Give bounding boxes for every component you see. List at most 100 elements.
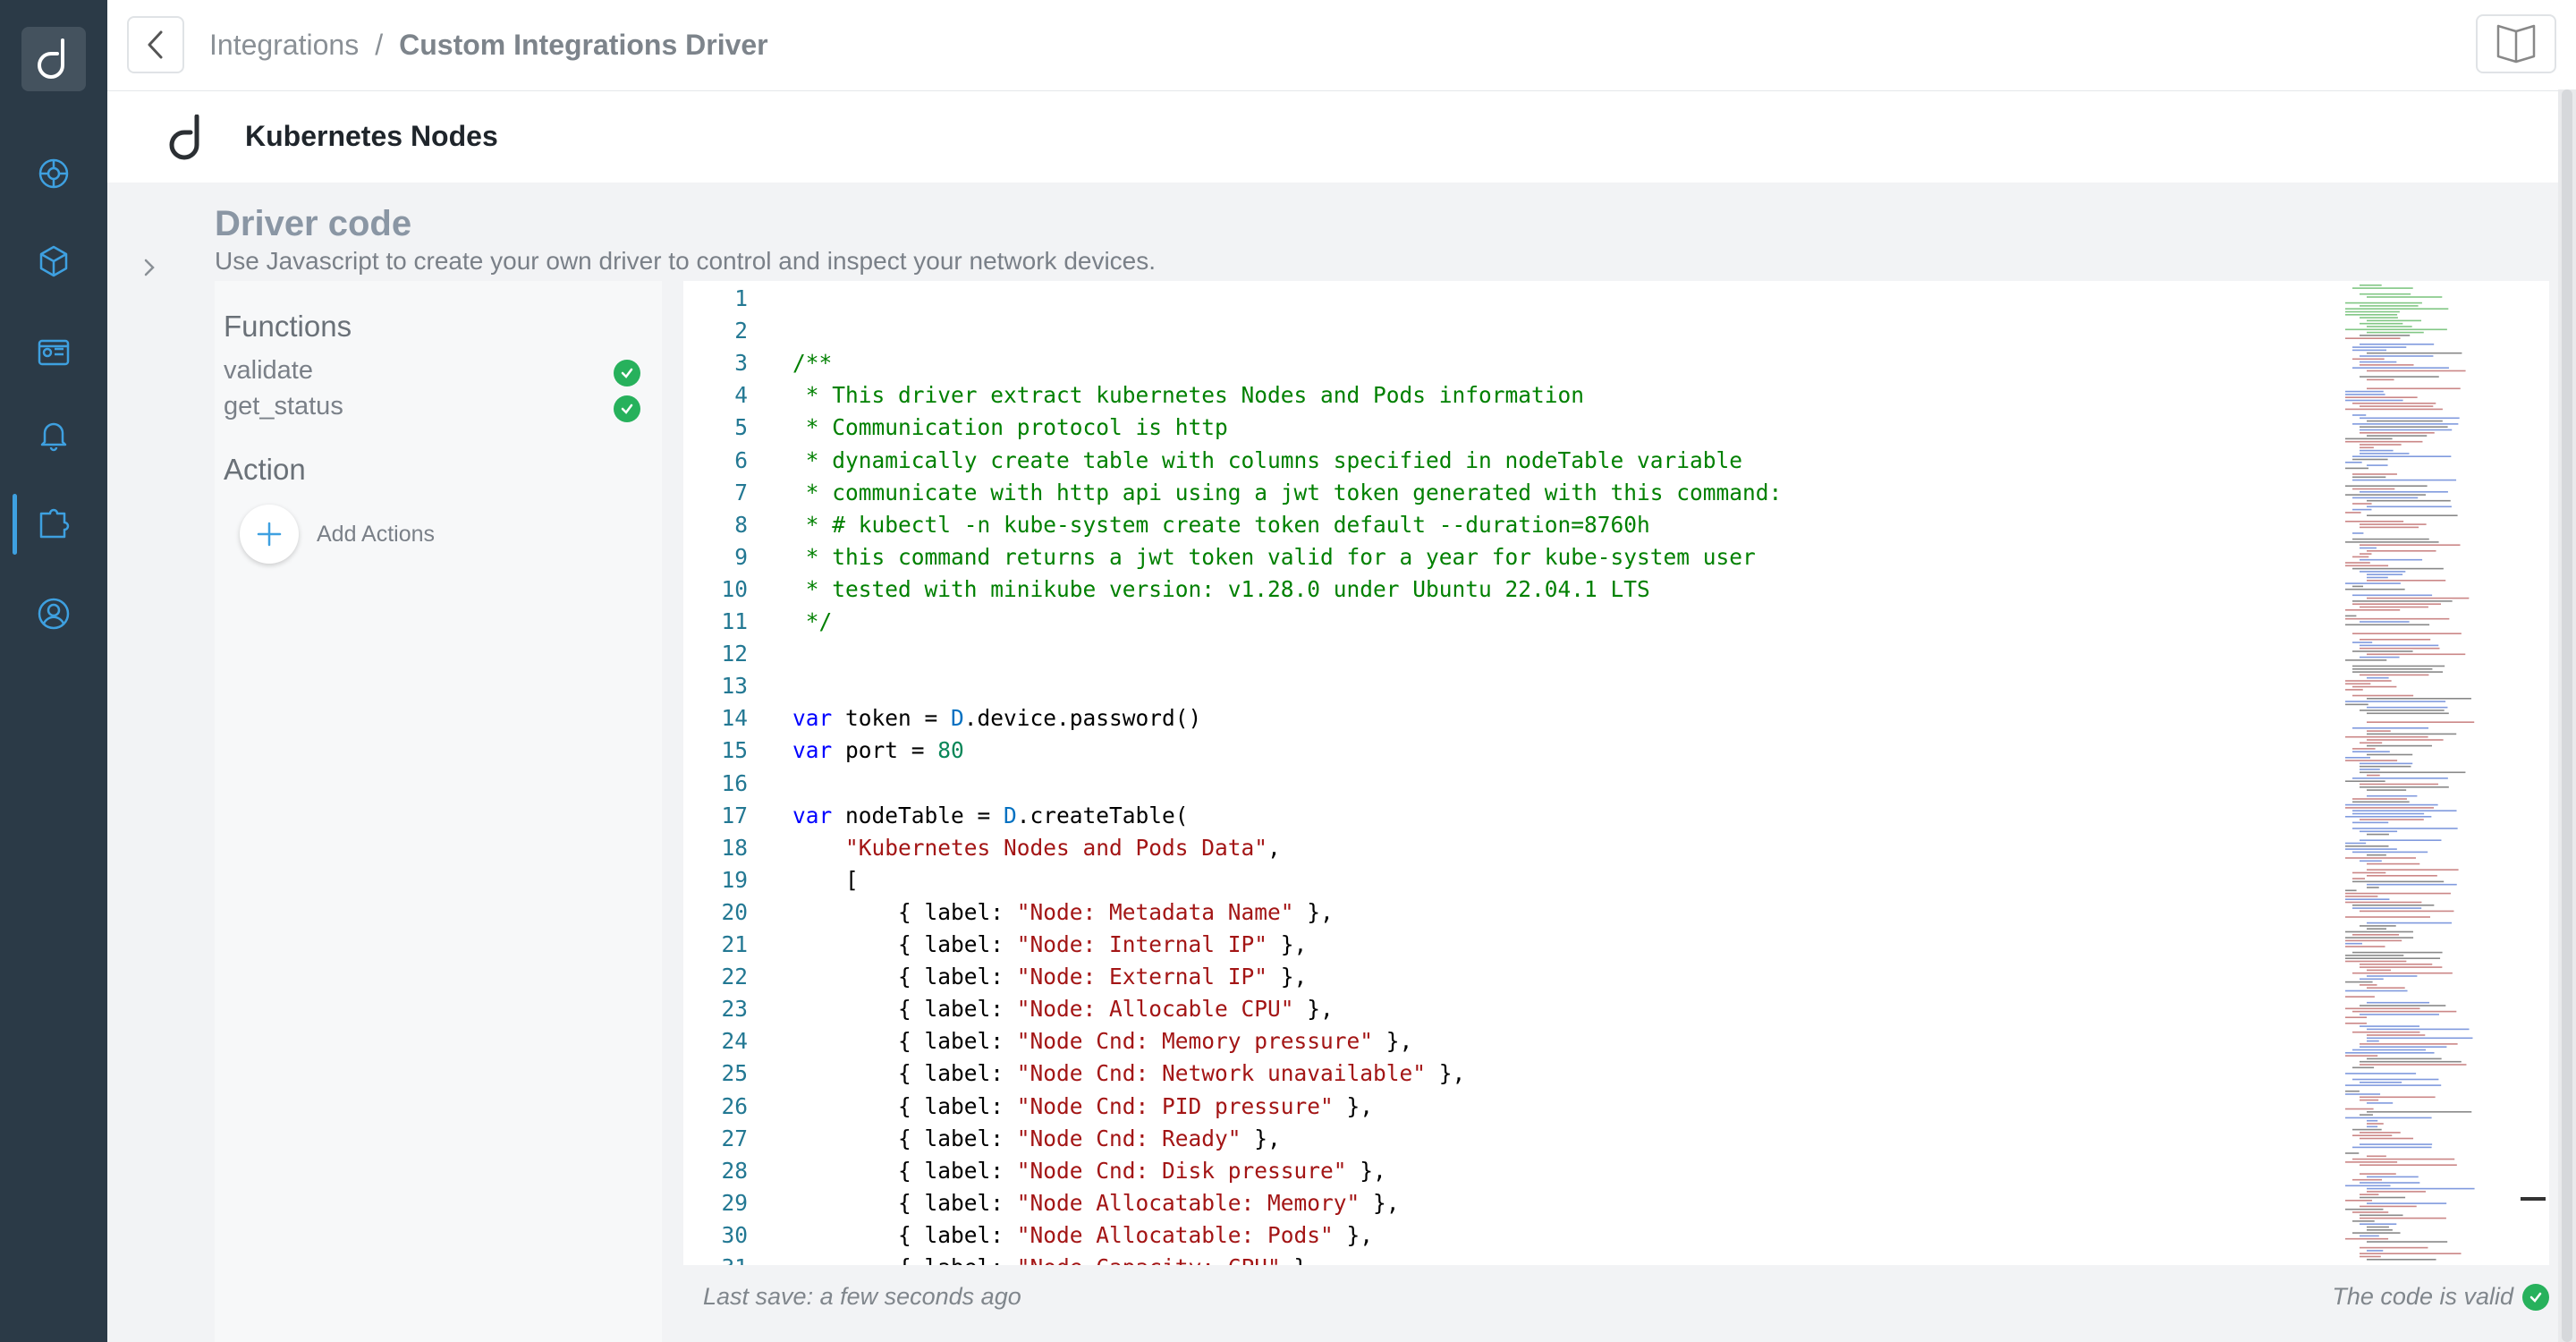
- code-line[interactable]: 27 { label: "Node Cnd: Ready" },: [683, 1123, 2293, 1155]
- line-number: 12: [721, 641, 748, 667]
- code-line[interactable]: 13: [683, 670, 2293, 702]
- code-text: * # kubectl -n kube-system create token …: [792, 511, 1650, 538]
- functions-heading: Functions: [224, 310, 352, 343]
- code-line[interactable]: 22 { label: "Node: External IP" },: [683, 961, 2293, 993]
- main-content: Driver code Use Javascript to create you…: [107, 183, 2558, 1342]
- line-number: 22: [721, 964, 748, 990]
- line-number: 14: [721, 705, 748, 732]
- code-text: { label: "Node: Metadata Name" },: [792, 898, 1334, 925]
- line-number: 17: [721, 802, 748, 828]
- code-line[interactable]: 24 { label: "Node Cnd: Memory pressure" …: [683, 1025, 2293, 1057]
- line-number: 13: [721, 673, 748, 700]
- documentation-button[interactable]: [2476, 14, 2556, 73]
- breadcrumb-parent[interactable]: Integrations: [209, 29, 360, 61]
- code-line[interactable]: 30 { label: "Node Allocatable: Pods" },: [683, 1219, 2293, 1252]
- code-text: [: [792, 866, 859, 893]
- code-line[interactable]: 7 * communicate with http api using a jw…: [683, 477, 2293, 509]
- code-text: { label: "Node Cnd: Network unavailable"…: [792, 1060, 1466, 1087]
- chevron-right-icon: [144, 259, 155, 276]
- code-line[interactable]: 2: [683, 315, 2293, 347]
- code-line[interactable]: 8 * # kubectl -n kube-system create toke…: [683, 509, 2293, 541]
- nav-dashboard-icon[interactable]: [32, 331, 75, 374]
- page-scrollbar-thumb[interactable]: [2562, 89, 2572, 1342]
- line-number: 18: [721, 834, 748, 861]
- line-number: 30: [721, 1221, 748, 1248]
- code-text: { label: "Node: External IP" },: [792, 964, 1308, 990]
- code-line[interactable]: 9 * this command returns a jwt token val…: [683, 541, 2293, 573]
- code-minimap[interactable]: [2326, 281, 2549, 1265]
- code-line[interactable]: 3/**: [683, 347, 2293, 379]
- line-number: 26: [721, 1092, 748, 1119]
- nav-devices-icon[interactable]: [32, 240, 75, 283]
- code-text: var port = 80: [792, 737, 964, 764]
- valid-check-icon: [614, 360, 640, 386]
- code-line[interactable]: 4 * This driver extract kubernetes Nodes…: [683, 379, 2293, 412]
- chevron-left-icon: [148, 30, 163, 59]
- valid-check-icon: [2522, 1283, 2549, 1311]
- code-line[interactable]: 12: [683, 638, 2293, 670]
- top-bar: Integrations/Custom Integrations Driver: [107, 0, 2576, 91]
- code-text: */: [792, 608, 833, 634]
- section-description: Use Javascript to create your own driver…: [215, 247, 1157, 275]
- nav-network-icon[interactable]: [32, 152, 75, 195]
- code-line[interactable]: 28 { label: "Node Cnd: Disk pressure" },: [683, 1155, 2293, 1187]
- valid-check-icon: [614, 395, 640, 422]
- line-number: 28: [721, 1157, 748, 1184]
- page-scrollbar[interactable]: [2558, 89, 2576, 1342]
- code-text: { label: "Node Allocatable: Memory" },: [792, 1189, 1400, 1216]
- app-logo-icon: [38, 38, 64, 79]
- nav-integrations-puzzle-icon[interactable]: [32, 503, 75, 546]
- driver-header: Kubernetes Nodes: [107, 91, 2558, 183]
- code-text: { label: "Node Allocatable: Pods" },: [792, 1221, 1374, 1248]
- section-title: Driver code: [215, 204, 412, 243]
- editor-footer: Last save: a few seconds ago The code is…: [683, 1276, 2549, 1321]
- code-line[interactable]: 20 { label: "Node: Metadata Name" },: [683, 896, 2293, 929]
- code-text: { label: "Node: Internal IP" },: [792, 931, 1308, 957]
- back-button[interactable]: [127, 16, 184, 73]
- line-number: 29: [721, 1189, 748, 1216]
- code-line[interactable]: 11 */: [683, 606, 2293, 638]
- code-line[interactable]: 25 { label: "Node Cnd: Network unavailab…: [683, 1057, 2293, 1090]
- code-text: { label: "Node Cnd: Disk pressure" },: [792, 1157, 1386, 1184]
- line-number: 1: [734, 285, 748, 311]
- nav-user-profile-icon[interactable]: [32, 592, 75, 635]
- code-line[interactable]: 21 { label: "Node: Internal IP" },: [683, 929, 2293, 961]
- code-line[interactable]: 5 * Communication protocol is http: [683, 412, 2293, 444]
- line-number-gutter: [683, 281, 760, 1265]
- code-text: /**: [792, 350, 833, 377]
- code-line[interactable]: 26 { label: "Node Cnd: PID pressure" },: [683, 1091, 2293, 1123]
- nav-alerts-bell-icon[interactable]: [32, 413, 75, 456]
- line-number: 20: [721, 898, 748, 925]
- code-line[interactable]: 16: [683, 768, 2293, 800]
- function-label: get_status: [224, 392, 343, 420]
- code-line[interactable]: 31 { label: "Node Capacity: CPU" },: [683, 1252, 2293, 1265]
- function-item-get-status[interactable]: get_status: [224, 392, 653, 428]
- code-line[interactable]: 19 [: [683, 864, 2293, 896]
- add-actions-button[interactable]: Add Actions: [240, 505, 435, 564]
- app-logo[interactable]: [21, 27, 86, 91]
- line-number: 5: [734, 414, 748, 441]
- plus-icon: [240, 505, 299, 564]
- line-number: 11: [721, 608, 748, 634]
- code-line[interactable]: 23 { label: "Node: Allocable CPU" },: [683, 993, 2293, 1025]
- breadcrumb-current: Custom Integrations Driver: [399, 29, 768, 61]
- code-text: { label: "Node: Allocable CPU" },: [792, 996, 1334, 1023]
- minimap-slider[interactable]: [2521, 1197, 2546, 1201]
- code-line[interactable]: 10 * tested with minikube version: v1.28…: [683, 573, 2293, 606]
- code-text: { label: "Node Capacity: CPU" },: [792, 1252, 1320, 1265]
- code-line[interactable]: 18 "Kubernetes Nodes and Pods Data",: [683, 832, 2293, 864]
- function-item-validate[interactable]: validate: [224, 356, 653, 392]
- code-line[interactable]: 29 { label: "Node Allocatable: Memory" }…: [683, 1187, 2293, 1219]
- left-nav-rail: [0, 0, 107, 1342]
- line-number: 19: [721, 866, 748, 893]
- code-line[interactable]: 1: [683, 283, 2293, 315]
- breadcrumb: Integrations/Custom Integrations Driver: [209, 29, 768, 62]
- expand-panel-toggle[interactable]: [136, 254, 163, 281]
- code-line[interactable]: 6 * dynamically create table with column…: [683, 445, 2293, 477]
- code-text: * tested with minikube version: v1.28.0 …: [792, 575, 1650, 602]
- code-text: * Communication protocol is http: [792, 414, 1228, 441]
